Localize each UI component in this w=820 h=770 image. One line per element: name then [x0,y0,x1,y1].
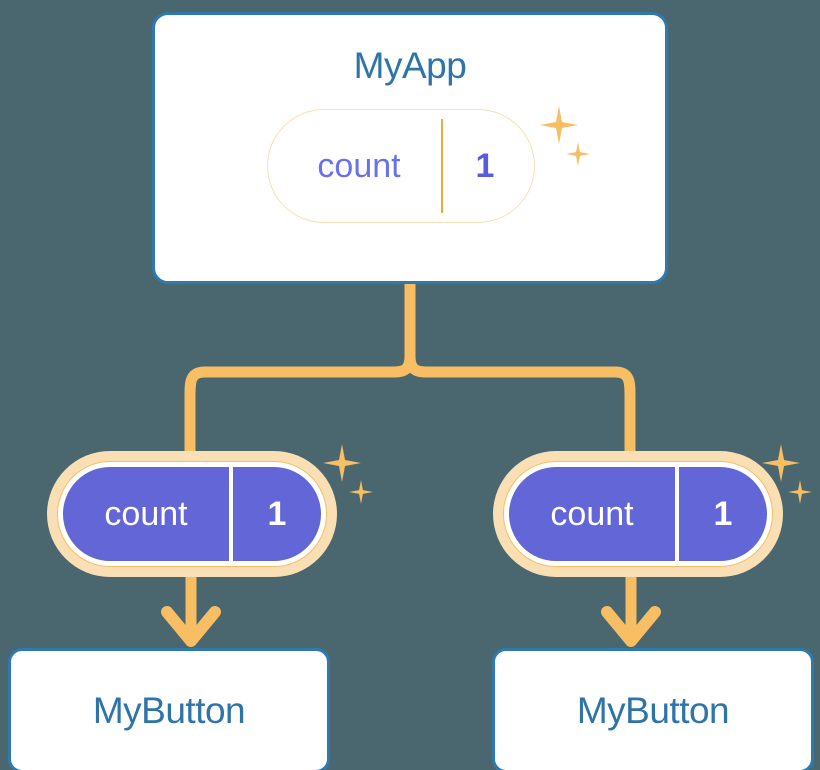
state-pill-value: 1 [713,494,733,533]
state-pill-name: count [509,467,679,561]
state-pill-mybutton-right[interactable]: count 1 [493,451,783,577]
arrow-down-icon-left [161,606,221,647]
connector-branch-right [404,350,636,476]
card-title: MyButton [92,689,246,731]
state-pill-body: count 1 [493,451,783,577]
state-pill-myapp[interactable]: count 1 [267,109,535,223]
state-pill-body: count 1 [47,451,337,577]
component-card-mybutton-left[interactable]: MyButton [8,648,330,770]
state-pill-name: count [277,119,443,213]
arrow-down-icon-right [601,606,661,647]
card-title: MyButton [576,689,730,731]
state-pill-mybutton-left[interactable]: count 1 [47,451,337,577]
state-pill-name: count [63,467,233,561]
state-pill-body: count 1 [267,109,535,223]
component-card-mybutton-right[interactable]: MyButton [492,648,814,770]
page-title: MyApp [353,45,467,86]
state-pill-value: 1 [267,494,287,533]
state-pill-value: 1 [475,146,495,185]
